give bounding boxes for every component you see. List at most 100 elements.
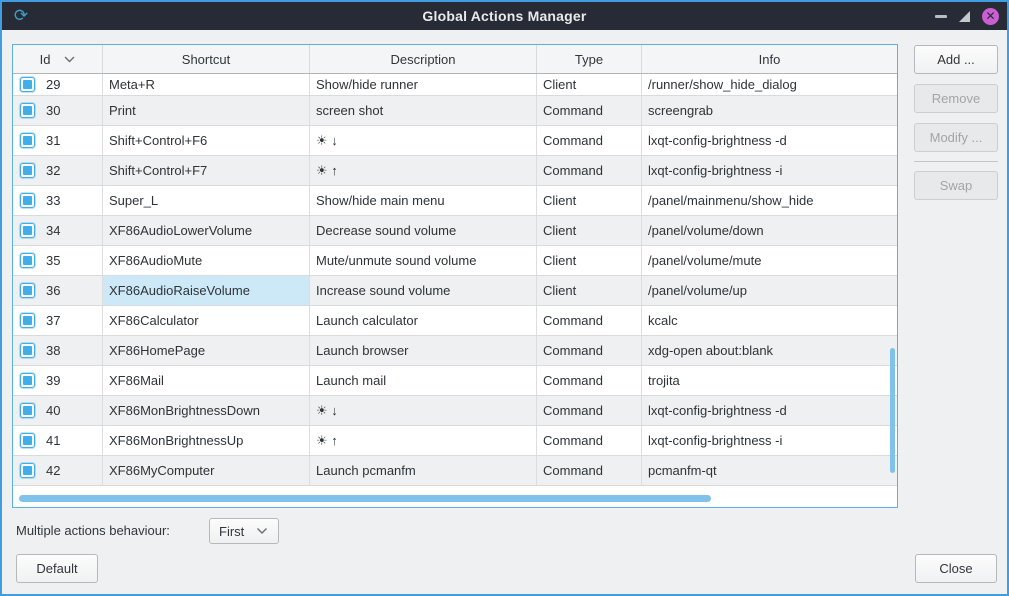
row-checkbox[interactable] bbox=[20, 77, 35, 92]
maximize-button[interactable] bbox=[959, 10, 970, 22]
cell-type[interactable]: Command bbox=[537, 396, 642, 425]
cell-id[interactable]: 40 bbox=[13, 396, 103, 425]
cell-shortcut[interactable]: XF86MyComputer bbox=[103, 456, 310, 485]
cell-type[interactable]: Command bbox=[537, 426, 642, 455]
cell-shortcut[interactable]: Super_L bbox=[103, 186, 310, 215]
cell-shortcut[interactable]: XF86HomePage bbox=[103, 336, 310, 365]
cell-description[interactable]: ☀ ↓ bbox=[310, 126, 537, 155]
row-checkbox[interactable] bbox=[20, 193, 35, 208]
cell-type[interactable]: Client bbox=[537, 216, 642, 245]
cell-shortcut[interactable]: XF86AudioRaiseVolume bbox=[103, 276, 310, 305]
column-header-info[interactable]: Info bbox=[758, 51, 781, 67]
cell-description[interactable]: Launch mail bbox=[310, 366, 537, 395]
cell-type[interactable]: Command bbox=[537, 156, 642, 185]
cell-info[interactable]: /panel/volume/up bbox=[648, 283, 748, 298]
modify-button[interactable]: Modify ... bbox=[914, 123, 998, 152]
column-header-id[interactable]: Id bbox=[13, 45, 103, 73]
column-header-type[interactable]: Type bbox=[537, 45, 642, 73]
column-header-description[interactable]: Description bbox=[310, 45, 537, 73]
column-header-shortcut[interactable]: Shortcut bbox=[103, 45, 310, 73]
cell-id[interactable]: 36 bbox=[13, 276, 103, 305]
cell-description[interactable]: Mute/unmute sound volume bbox=[310, 246, 537, 275]
cell-description[interactable]: Launch pcmanfm bbox=[310, 456, 537, 485]
cell-description[interactable]: ☀ ↑ bbox=[310, 156, 537, 185]
cell-description[interactable]: Decrease sound volume bbox=[310, 216, 537, 245]
cell-type[interactable]: Command bbox=[537, 366, 642, 395]
cell-id[interactable]: 38 bbox=[13, 336, 103, 365]
minimize-button[interactable] bbox=[935, 14, 947, 18]
cell-info[interactable]: pcmanfm-qt bbox=[648, 463, 717, 478]
cell-id[interactable]: 34 bbox=[13, 216, 103, 245]
cell-id[interactable]: 41 bbox=[13, 426, 103, 455]
cell-id[interactable]: 37 bbox=[13, 306, 103, 335]
vertical-scrollbar[interactable] bbox=[890, 348, 895, 473]
row-checkbox[interactable] bbox=[20, 463, 35, 478]
cell-info[interactable]: lxqt-config-brightness -i bbox=[648, 163, 783, 178]
cell-id[interactable]: 33 bbox=[13, 186, 103, 215]
cell-type[interactable]: Command bbox=[537, 96, 642, 125]
cell-id[interactable]: 42 bbox=[13, 456, 103, 485]
row-checkbox[interactable] bbox=[20, 133, 35, 148]
cell-type[interactable]: Client bbox=[537, 74, 642, 95]
cell-id[interactable]: 29 bbox=[13, 74, 103, 95]
cell-info[interactable]: /panel/mainmenu/show_hide bbox=[648, 193, 814, 208]
cell-id[interactable]: 30 bbox=[13, 96, 103, 125]
cell-info[interactable]: /panel/volume/down bbox=[648, 223, 764, 238]
row-checkbox[interactable] bbox=[20, 163, 35, 178]
cell-id[interactable]: 39 bbox=[13, 366, 103, 395]
cell-id[interactable]: 32 bbox=[13, 156, 103, 185]
cell-info[interactable]: kcalc bbox=[648, 313, 678, 328]
cell-shortcut[interactable]: Shift+Control+F6 bbox=[103, 126, 310, 155]
cell-description[interactable]: Show/hide runner bbox=[310, 74, 537, 95]
row-checkbox[interactable] bbox=[20, 433, 35, 448]
behaviour-select[interactable]: First bbox=[209, 518, 279, 544]
cell-description[interactable]: Show/hide main menu bbox=[310, 186, 537, 215]
cell-info[interactable]: /runner/show_hide_dialog bbox=[648, 77, 797, 92]
cell-id[interactable]: 31 bbox=[13, 126, 103, 155]
close-button[interactable]: Close bbox=[915, 554, 997, 583]
cell-type[interactable]: Command bbox=[537, 306, 642, 335]
cell-description[interactable]: Increase sound volume bbox=[310, 276, 537, 305]
cell-info[interactable]: /panel/volume/mute bbox=[648, 253, 762, 268]
cell-info[interactable]: lxqt-config-brightness -d bbox=[648, 403, 787, 418]
cell-description[interactable]: screen shot bbox=[310, 96, 537, 125]
cell-shortcut[interactable]: Meta+R bbox=[103, 74, 310, 95]
row-checkbox[interactable] bbox=[20, 103, 35, 118]
cell-type[interactable]: Command bbox=[537, 456, 642, 485]
cell-description[interactable]: ☀ ↑ bbox=[310, 426, 537, 455]
row-checkbox[interactable] bbox=[20, 283, 35, 298]
row-checkbox[interactable] bbox=[20, 253, 35, 268]
cell-description[interactable]: ☀ ↓ bbox=[310, 396, 537, 425]
cell-type[interactable]: Client bbox=[537, 276, 642, 305]
remove-button[interactable]: Remove bbox=[914, 84, 998, 113]
cell-info[interactable]: xdg-open about:blank bbox=[648, 343, 774, 358]
cell-info[interactable]: lxqt-config-brightness -i bbox=[648, 433, 783, 448]
cell-shortcut[interactable]: XF86MonBrightnessDown bbox=[103, 396, 310, 425]
row-checkbox[interactable] bbox=[20, 313, 35, 328]
cell-shortcut[interactable]: XF86Mail bbox=[103, 366, 310, 395]
row-checkbox[interactable] bbox=[20, 373, 35, 388]
cell-type[interactable]: Command bbox=[537, 336, 642, 365]
cell-info[interactable]: trojita bbox=[648, 373, 680, 388]
cell-shortcut[interactable]: Print bbox=[103, 96, 310, 125]
cell-description[interactable]: Launch calculator bbox=[310, 306, 537, 335]
cell-shortcut[interactable]: XF86Calculator bbox=[103, 306, 310, 335]
cell-type[interactable]: Client bbox=[537, 186, 642, 215]
add-button[interactable]: Add ... bbox=[914, 45, 998, 74]
default-button[interactable]: Default bbox=[16, 554, 98, 583]
cell-info[interactable]: lxqt-config-brightness -d bbox=[648, 133, 787, 148]
horizontal-scrollbar[interactable] bbox=[19, 495, 711, 502]
